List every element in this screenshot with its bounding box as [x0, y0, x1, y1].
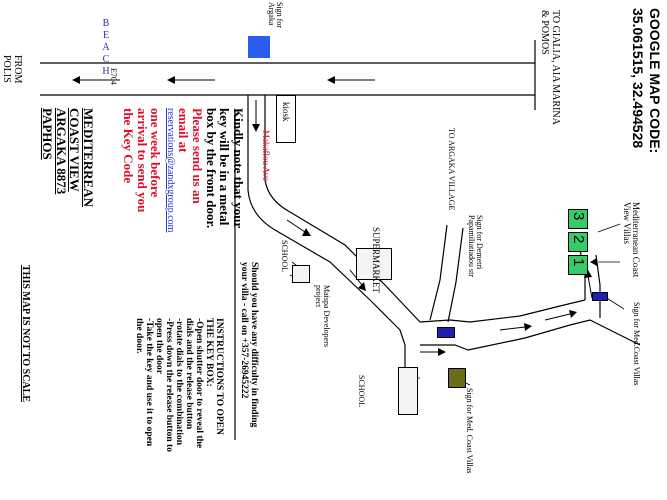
from-polis-label: FROM POLIS	[1, 55, 24, 84]
email-link[interactable]: reservations@zandxgroup.com	[164, 108, 176, 233]
villa-box-2: 2	[568, 232, 588, 252]
school-box-1	[292, 265, 310, 283]
address-block: MEDITERREAN COAST VIEW ARGAKA 8873 PAPHO…	[40, 108, 96, 207]
scale-disclaimer: THIS MAP IS NOT TO SCALE	[20, 265, 31, 402]
villas-title: Mediterranean Coast View Villas	[621, 202, 641, 278]
villa-number-1: 1	[570, 258, 587, 267]
school-label-2: SCHOOL	[357, 375, 366, 408]
villa-box-1: 1	[568, 255, 588, 275]
kiosk-box	[276, 95, 296, 143]
villa-number-3: 3	[570, 212, 587, 221]
instructions-block: INSTRUCTIONS TO OPEN THE KEY BOX: -Open …	[134, 318, 224, 452]
map-code-coords: 35.061515, 32.494528	[630, 8, 646, 149]
arrow-main-3-head	[72, 76, 80, 84]
argaka-sign-marker	[248, 36, 270, 58]
to-argaka-village-label: TO ARGAKA VILLAGE	[447, 128, 456, 211]
med-coast-sign-label-2: Sign for Med.Coast Villas	[632, 302, 641, 386]
med-coast-sign-label-1: Sign for Med. Coast Villas	[465, 388, 474, 474]
demetri-sign-label: Sign for Demetri Papamiliatiadou str	[466, 215, 484, 277]
school-label-1: SCHOOL	[280, 240, 289, 273]
difficulty-text: Should you have any difficulty in findin…	[239, 262, 259, 428]
developers-label: Maispa Developers project	[313, 285, 331, 347]
kiosk-label: kiosk	[281, 102, 291, 122]
med-coast-sign-marker-1	[448, 368, 466, 388]
school-box-2	[398, 367, 418, 415]
villa-box-3: 3	[568, 209, 588, 229]
makaflou-ave-label: Makaflou Ave	[261, 130, 271, 182]
argaka-sign-label: Sign for Argaka	[266, 2, 284, 28]
supermarket-box	[356, 248, 392, 280]
supermarket-label: SUPERMARKET	[371, 227, 381, 294]
map-code-label: GOOGLE MAP CODE:	[647, 8, 663, 154]
med-coast-sign-marker-2	[592, 292, 608, 301]
arrow-main-1-head	[327, 76, 335, 84]
key-note: Kindly note that your key will be in a m…	[121, 108, 246, 233]
arrow-main-2-head	[167, 76, 175, 84]
to-north-label: TO GIALIA, AIA MARINA & POMOS	[539, 10, 562, 125]
beach-label: B E A C H	[102, 18, 110, 77]
villa-number-2: 2	[570, 235, 587, 244]
demetri-sign-marker	[437, 327, 455, 338]
